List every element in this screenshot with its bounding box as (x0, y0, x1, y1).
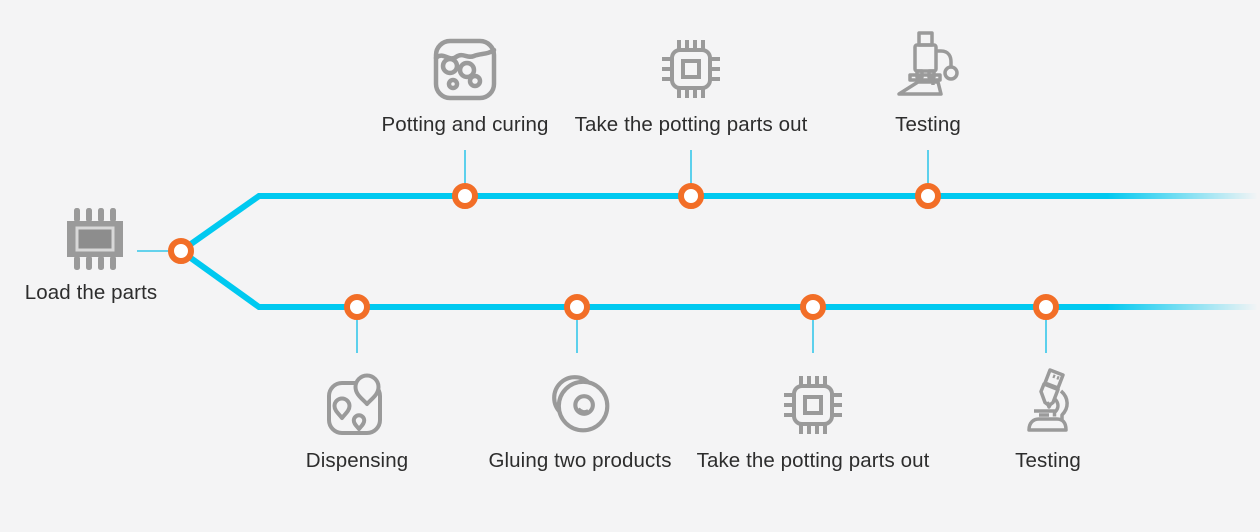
flow-node-start (168, 238, 194, 264)
gluing-two-products-icon (552, 375, 610, 433)
flow-node (452, 183, 478, 209)
step-label-potting-and-curing: Potting and curing (381, 113, 549, 136)
flow-node (678, 183, 704, 209)
step-label-take-potting-parts-out-top: Take the potting parts out (574, 113, 808, 136)
potting-curing-icon (433, 38, 497, 101)
flow-node (344, 294, 370, 320)
step-label-take-potting-parts-out-bottom: Take the potting parts out (696, 449, 930, 472)
step-label-gluing-two-products: Gluing two products (488, 449, 672, 472)
dispensing-icon (327, 373, 382, 435)
microscope-tilted-icon (1027, 368, 1069, 432)
flow-node (564, 294, 590, 320)
flow-node (800, 294, 826, 320)
chip-outline-icon (662, 40, 720, 98)
step-label-testing-top: Testing (895, 113, 961, 136)
step-label-load-the-parts: Load the parts (24, 281, 158, 304)
flow-node (915, 183, 941, 209)
chip-outline-icon (784, 376, 842, 434)
flow-node (1033, 294, 1059, 320)
bottom-rail (179, 248, 1258, 310)
top-rail (179, 193, 1258, 254)
microscope-upright-icon (897, 31, 959, 96)
step-label-dispensing: Dispensing (305, 449, 409, 472)
chip-filled-icon (67, 208, 123, 270)
step-label-testing-bottom: Testing (1015, 449, 1081, 472)
